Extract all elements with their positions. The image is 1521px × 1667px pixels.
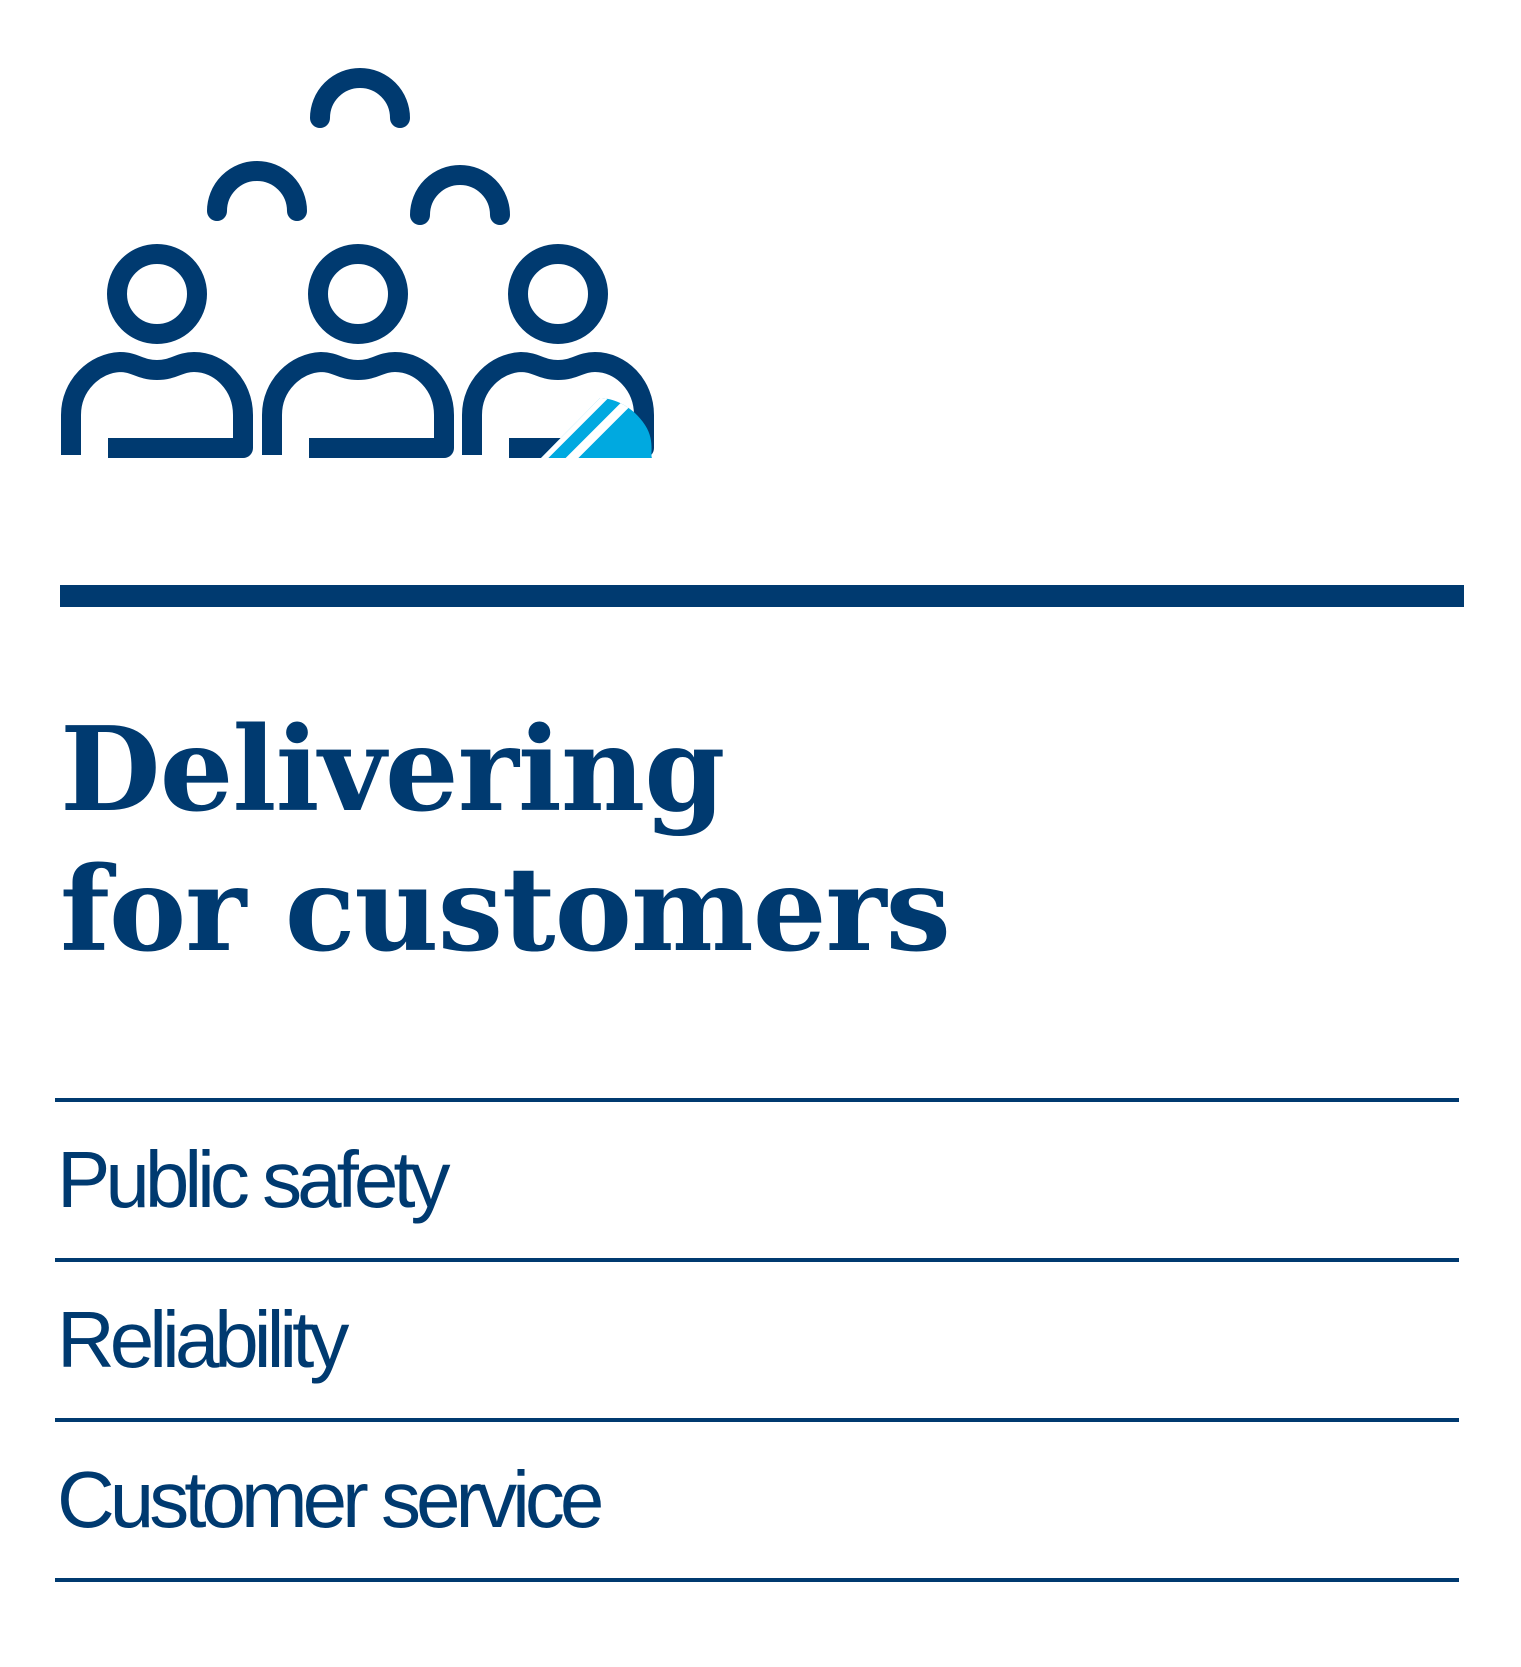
divider-thick	[60, 585, 1464, 607]
person-head-icon-3	[508, 244, 608, 344]
arc-icon-top	[310, 68, 410, 128]
person-body-icon-3	[462, 352, 654, 458]
list-item: Reliability	[55, 1262, 1459, 1422]
focus-list: Public safety Reliability Customer servi…	[55, 1098, 1459, 1582]
arc-icon-left	[207, 161, 307, 221]
person-body-icon-1	[61, 352, 253, 458]
title-line-2: for customers	[60, 842, 951, 978]
person-head-icon-1	[107, 244, 207, 344]
arc-icon-right	[410, 165, 510, 225]
person-head-icon-2	[308, 244, 408, 344]
person-body-icon-2	[262, 352, 454, 458]
list-item: Public safety	[55, 1102, 1459, 1262]
list-item: Customer service	[55, 1422, 1459, 1582]
page-title: Delivering for customers	[60, 700, 951, 980]
people-group-icon	[61, 68, 654, 458]
title-line-1: Delivering	[60, 702, 725, 838]
